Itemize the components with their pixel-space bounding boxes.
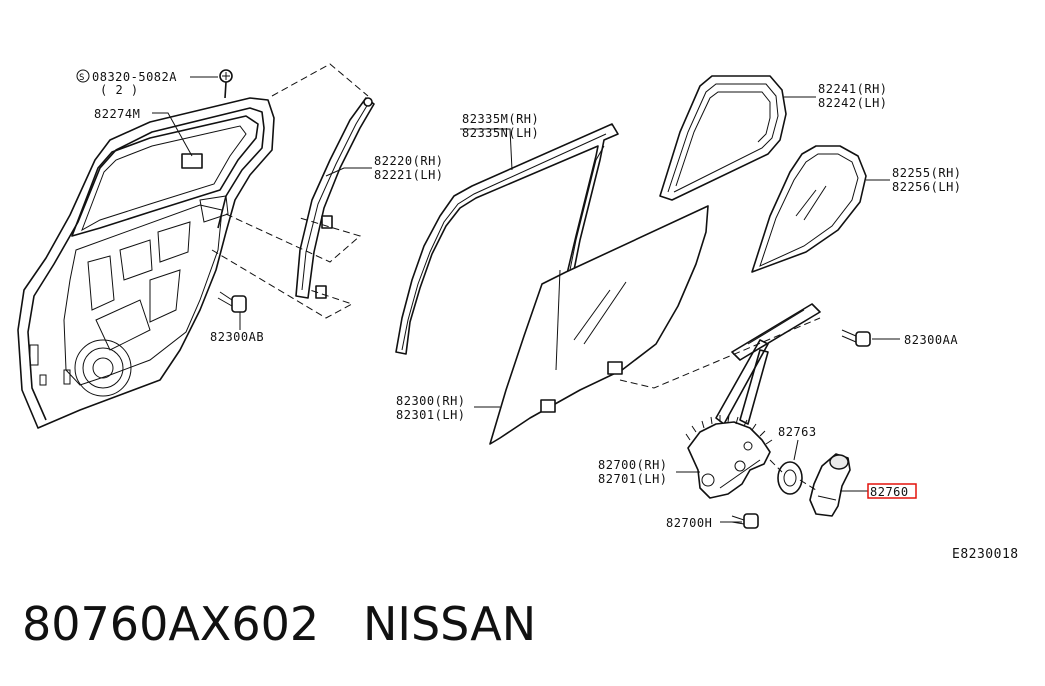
moulding-lh-label: 82242(LH): [818, 96, 888, 110]
sash-rh-label: 82220(RH): [374, 154, 444, 168]
sash-moulding: [659, 75, 787, 201]
run-rh-label: 82335M(RH): [462, 112, 539, 126]
door-panel: [17, 69, 275, 429]
bolt-h-label: 82700H: [666, 516, 712, 530]
door-glass: [489, 205, 709, 445]
rear-sash: [295, 97, 375, 299]
escutcheon-label: 82763: [778, 425, 817, 439]
run-lh-label: 82335N(LH): [462, 126, 539, 140]
leader-lines: [152, 76, 900, 523]
bolt-ab-label: 82300AB: [210, 330, 264, 344]
s-circle-icon: [76, 69, 90, 83]
s-mark: S: [79, 73, 84, 83]
glass-rh-label: 82300(RH): [396, 394, 466, 408]
handle-label: 82760: [870, 485, 909, 499]
assembly-lines: [211, 63, 821, 491]
screw-spec-label: 08320-5082A: [92, 70, 177, 84]
part-labels: S 08320-5082A ( 2 ) 82274M 82220(RH) 822…: [76, 69, 1019, 562]
handle-highlight-box: [867, 483, 917, 499]
fixed-glass: [751, 145, 867, 273]
part-number: 80760AX602: [22, 597, 320, 651]
regulator-rh-label: 82700(RH): [598, 458, 668, 472]
moulding-rh-label: 82241(RH): [818, 82, 888, 96]
fixed-glass-lh-label: 82256(LH): [892, 180, 962, 194]
fixed-glass-rh-label: 82255(RH): [892, 166, 962, 180]
glass-lh-label: 82301(LH): [396, 408, 466, 422]
regulator-lh-label: 82701(LH): [598, 472, 668, 486]
bolt-aa-label: 82300AA: [904, 333, 958, 347]
brand-name: NISSAN: [363, 597, 537, 651]
screw-qty-label: ( 2 ): [100, 83, 139, 97]
escutcheon: [777, 461, 803, 495]
seal-label: 82274M: [94, 107, 140, 121]
sash-lh-label: 82221(LH): [374, 168, 444, 182]
window-regulator: [217, 291, 871, 529]
regulator-handle: [809, 453, 851, 517]
diagram-code-label: E8230018: [952, 547, 1019, 562]
part-caption: 80760AX602 NISSAN: [22, 597, 536, 651]
